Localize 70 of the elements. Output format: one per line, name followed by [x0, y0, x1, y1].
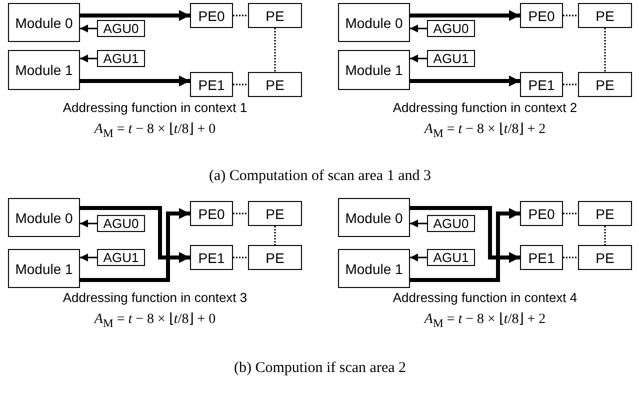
pe-box: PE [578, 3, 632, 28]
formula: A$_{M}$ = t − 8 × ⌊t/8⌋ + 0 [94, 312, 216, 327]
caption-text: Addressing function in context 4 [392, 290, 578, 305]
dotted-line [274, 226, 276, 245]
arrow [80, 10, 190, 21]
module-box: Module 0 [8, 198, 80, 237]
pe-box: PE [578, 201, 632, 226]
arrow [410, 206, 520, 263]
caption-text: Addressing function in context 2 [392, 100, 578, 115]
dotted-line [563, 256, 578, 258]
agu-box: AGU0 [427, 20, 475, 37]
pe-box: PE [248, 201, 302, 226]
figure-caption: (b) Compution if scan area 2 [234, 360, 406, 376]
formula: A$_{M}$ = t − 8 × ⌊t/8⌋ + 2 [424, 122, 546, 137]
module-box: Module 0 [8, 3, 80, 42]
module-box: Module 0 [338, 198, 410, 237]
dotted-line [604, 226, 606, 245]
arrow [410, 24, 427, 32]
agu-box: AGU0 [97, 215, 145, 232]
dotted-line [604, 28, 606, 72]
arrow [80, 24, 97, 32]
agu-box: AGU1 [97, 249, 145, 266]
pe-box: PE0 [190, 3, 233, 28]
pe-box: PE1 [520, 72, 563, 97]
module-box: Module 1 [8, 50, 80, 90]
dotted-line [233, 212, 248, 214]
caption-text: Addressing function in context 3 [62, 290, 248, 305]
agu-box: AGU0 [427, 215, 475, 232]
module-box: Module 0 [338, 3, 410, 42]
pe-box: PE1 [520, 245, 563, 270]
pe-box: PE1 [190, 245, 233, 270]
arrow [410, 10, 520, 21]
pe-box: PE [248, 72, 302, 97]
arrow [410, 54, 427, 62]
pe-box: PE [578, 245, 632, 270]
arrow [80, 206, 190, 263]
arrow [410, 76, 520, 86]
arrow [80, 76, 190, 86]
dotted-line [563, 212, 578, 214]
arrow [80, 208, 190, 282]
dotted-line [233, 256, 248, 258]
pe-box: PE [248, 3, 302, 28]
arrow [80, 54, 97, 62]
formula: A$_{M}$ = t − 8 × ⌊t/8⌋ + 0 [94, 122, 216, 137]
pe-box: PE0 [190, 201, 233, 226]
dotted-line [233, 84, 248, 86]
arrow [80, 254, 97, 262]
pe-box: PE0 [520, 3, 563, 28]
figure-caption: (a) Computation of scan area 1 and 3 [208, 168, 431, 184]
arrow [410, 254, 427, 262]
pe-box: PE1 [190, 72, 233, 97]
agu-box: AGU0 [97, 20, 145, 37]
arrow [80, 220, 97, 228]
dotted-line [274, 28, 276, 72]
pe-box: PE0 [520, 201, 563, 226]
formula: A$_{M}$ = t − 8 × ⌊t/8⌋ + 2 [424, 312, 546, 327]
module-box: Module 1 [8, 249, 80, 288]
arrow [410, 220, 427, 228]
agu-box: AGU1 [97, 50, 145, 67]
caption-text: Addressing function in context 1 [62, 100, 248, 115]
pe-box: PE [248, 245, 302, 270]
pe-box: PE [578, 72, 632, 97]
module-box: Module 1 [338, 249, 410, 288]
dotted-line [563, 84, 578, 86]
module-box: Module 1 [338, 50, 410, 90]
agu-box: AGU1 [427, 249, 475, 266]
dotted-line [233, 14, 248, 16]
arrow [410, 208, 520, 282]
dotted-line [563, 14, 578, 16]
agu-box: AGU1 [427, 50, 475, 67]
